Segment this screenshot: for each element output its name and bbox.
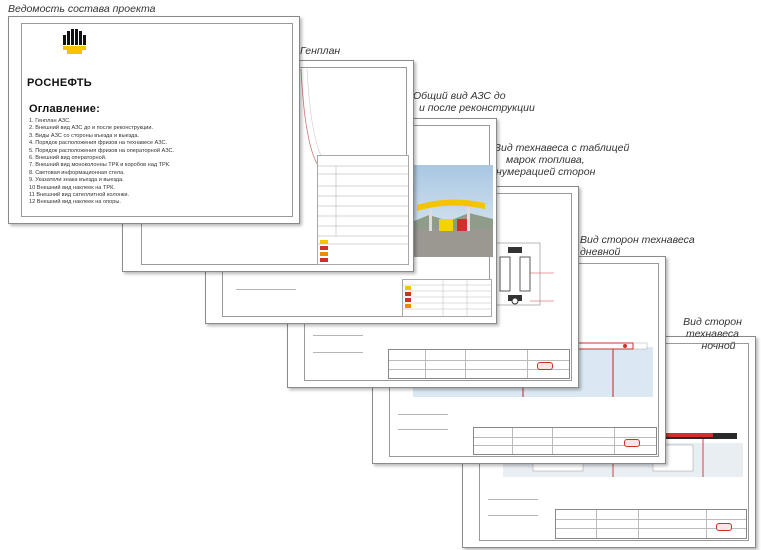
genplan-legend-table — [317, 155, 409, 265]
fuel-table — [402, 279, 492, 317]
fuel-table-grid — [403, 280, 491, 316]
brand-name: РОСНЕФТЬ — [27, 77, 92, 89]
caption-genplan: Генплан — [300, 45, 341, 57]
toc-item[interactable]: 5. Порядок расположения фризов на операт… — [29, 147, 175, 154]
sign-line — [398, 429, 448, 430]
caption-cover: Ведомость состава проекта — [8, 3, 156, 15]
toc-item[interactable]: 2. Внешний вид АЗС до и после реконструк… — [29, 125, 154, 132]
toc-item[interactable]: 7. Внешний вид моноколонны ТРК и коробов… — [29, 162, 171, 169]
toc-item[interactable]: 6. Внешний вид операторной. — [29, 155, 107, 162]
toc-list: 1. Генплан АЗС. 2. Внешний вид АЗС до и … — [29, 118, 299, 207]
toc-item[interactable]: 1. Генплан АЗС. — [29, 118, 71, 124]
caption-night-view: Вид сторон технавеса ночной — [683, 316, 742, 352]
title-block — [473, 427, 657, 455]
canopy-plan-drawing — [493, 242, 554, 306]
toc-title: Оглавление: — [29, 103, 100, 115]
toc-item[interactable]: 10 Внешний вид наклеек на ТРК. — [29, 184, 115, 191]
company-logo-icon — [624, 439, 640, 447]
caption-general-view: Общий вид АЗС до и после реконструкции — [413, 90, 535, 114]
toc-item[interactable]: 11 Внешний вид сателлитной колонки. — [29, 192, 130, 199]
sheet-cover[interactable]: РОСНЕФТЬ Оглавление: 1. Генплан АЗС. 2. … — [8, 16, 300, 224]
gas-station-photo — [409, 165, 493, 257]
sign-line — [313, 352, 363, 353]
toc-item[interactable]: 9. Указатели знака въезда и выезда. — [29, 177, 124, 184]
rosneft-logo-icon — [63, 29, 86, 54]
toc-item[interactable]: 12 Внешний вид наклеек на опоры. — [29, 199, 121, 206]
legend-table-grid — [318, 165, 408, 262]
toc-item[interactable]: 8. Световая информационная стела. — [29, 169, 125, 176]
title-block — [388, 349, 570, 379]
sign-line — [236, 289, 296, 290]
sheet-frame — [21, 23, 293, 217]
caption-day-view: Вид сторон технавеса дневной — [580, 234, 695, 258]
sign-line — [488, 499, 538, 500]
sign-line — [488, 515, 538, 516]
toc-item[interactable]: 4. Порядок расположения фризов на технав… — [29, 140, 168, 147]
sign-line — [398, 414, 448, 415]
sign-line — [313, 335, 363, 336]
company-logo-icon — [716, 523, 732, 531]
title-block — [555, 509, 747, 539]
caption-canopy-table: Вид технавеса с таблицей марок топлива, … — [494, 142, 630, 178]
company-logo-icon — [537, 362, 553, 370]
toc-item[interactable]: 3. Виды АЗС со стороны въезда и выезда. — [29, 132, 139, 139]
